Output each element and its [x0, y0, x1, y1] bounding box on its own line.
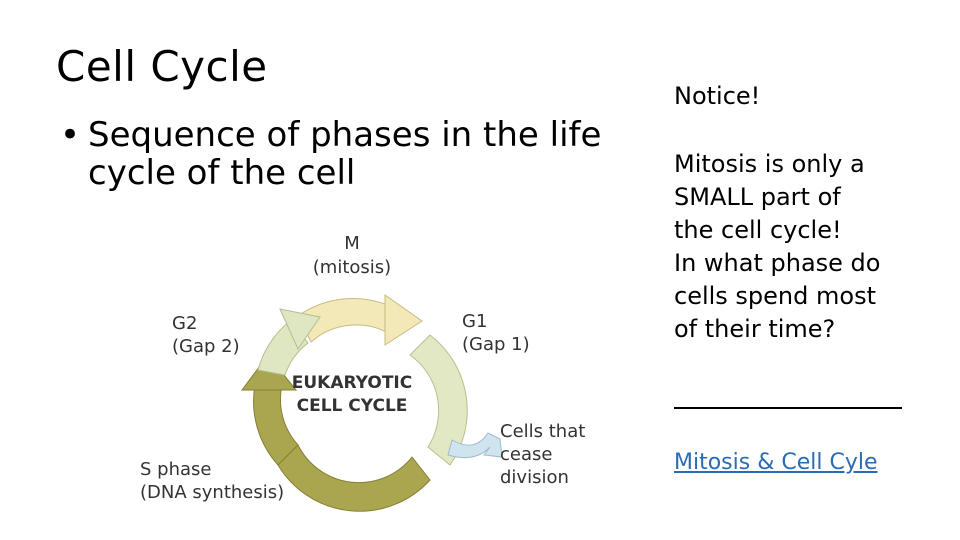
m-phase-arrowhead	[384, 294, 423, 346]
cell-cycle-diagram: EUKARYOTIC CELL CYCLE M (mitosis) G1 (Ga…	[140, 233, 585, 512]
g1-phase-sublabel: (Gap 1)	[462, 334, 530, 355]
exit-label-line2: cease	[500, 444, 552, 465]
notice-line: In what phase do	[674, 249, 881, 277]
center-label-line1: EUKARYOTIC	[292, 373, 412, 393]
exit-arrow	[447, 432, 503, 459]
g2-phase-arrowhead	[279, 308, 321, 351]
notice-line: the cell cycle!	[674, 216, 842, 244]
s-phase-arc	[277, 444, 431, 512]
exit-label-line3: division	[500, 467, 569, 488]
m-phase-sublabel: (mitosis)	[313, 257, 391, 278]
s-phase-label: S phase	[140, 459, 211, 480]
s-phase-sublabel: (DNA synthesis)	[140, 482, 284, 503]
bullet-text: Sequence of phases in the life cycle of …	[88, 115, 602, 193]
answer-blank-line	[674, 407, 902, 409]
center-label-line2: CELL CYCLE	[297, 396, 408, 416]
g2-phase-sublabel: (Gap 2)	[172, 336, 240, 357]
m-phase-label: M	[344, 233, 360, 254]
notice-line: SMALL part of	[674, 183, 841, 211]
notice-line: of their time?	[674, 315, 836, 343]
notice-title: Notice!	[674, 82, 761, 110]
notice-line: cells spend most	[674, 282, 876, 310]
mitosis-cell-cycle-link[interactable]: Mitosis & Cell Cyle	[674, 450, 878, 475]
slide-title: Cell Cycle	[56, 42, 268, 91]
bullet-marker: •	[60, 115, 81, 155]
notice-body: Mitosis is only a SMALL part of the cell…	[674, 148, 944, 346]
g2-phase-label: G2	[172, 313, 197, 334]
g1-phase-label: G1	[462, 311, 487, 332]
notice-line: Mitosis is only a	[674, 150, 865, 178]
g1-phase-arc	[409, 334, 468, 466]
exit-label-line1: Cells that	[500, 421, 585, 442]
